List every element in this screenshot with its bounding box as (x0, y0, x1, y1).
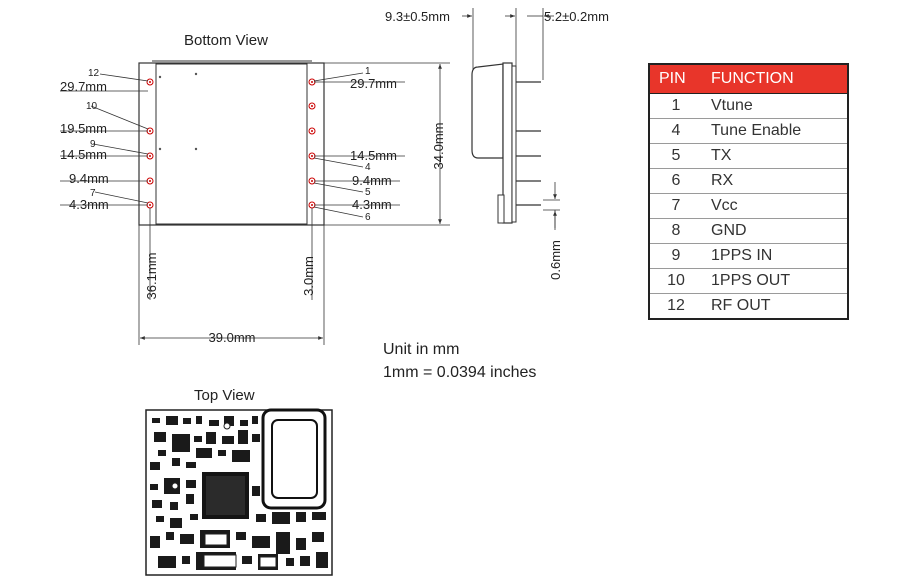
module-shield (155, 63, 308, 225)
pin-dimension-label: 9.4mm (69, 171, 109, 186)
side-can (471, 63, 504, 159)
column-header-function: FUNCTION (702, 64, 848, 94)
pin-cell: 7 (649, 193, 702, 219)
pin-cell: 1 (649, 93, 702, 119)
pin-dimension-label: 29.7mm (350, 76, 397, 91)
pin-cell: 6 (649, 168, 702, 194)
table-header-row: PIN FUNCTION (649, 64, 848, 94)
top-view-title: Top View (194, 387, 255, 404)
pin-number-label: 6 (365, 212, 371, 223)
pin-dimension-label: 9.4mm (352, 173, 392, 188)
pin-number-label: 5 (365, 187, 371, 198)
side-view: 9.3±0.5mm 5.2±0.2mm (385, 8, 609, 280)
height-dimension-label: 34.0mm (431, 123, 446, 170)
function-cell: 1PPS OUT (702, 268, 848, 294)
pin-number-label: 10 (86, 101, 98, 112)
pin-cell: 10 (649, 268, 702, 294)
pin-dimension-label: 4.3mm (69, 197, 109, 212)
pin-dimension-label: 14.5mm (60, 147, 107, 162)
pin-cell: 9 (649, 243, 702, 269)
function-cell: Tune Enable (702, 118, 848, 144)
pin-dimension-label: 4.3mm (352, 197, 392, 212)
function-cell: Vcc (702, 193, 848, 219)
pin-number-label: 1 (365, 66, 371, 77)
width-dimension-label: 39.0mm (209, 330, 256, 345)
pin-marker (308, 127, 316, 135)
pin-cell: 12 (649, 293, 702, 319)
function-cell: 1PPS IN (702, 243, 848, 269)
bottom-view-title: Bottom View (184, 32, 268, 49)
side-top-right-dim: 5.2±0.2mm (544, 9, 609, 24)
pin-dimension-label: 19.5mm (60, 121, 107, 136)
pin-cell: 4 (649, 118, 702, 144)
function-cell: RX (702, 168, 848, 194)
pin-number-label: 7 (90, 188, 96, 199)
pin-dimension-label: 29.7mm (60, 79, 107, 94)
left-vertical-dimension: 36.1mm (144, 253, 159, 300)
side-top-left-dim: 9.3±0.5mm (385, 9, 450, 24)
function-cell: TX (702, 143, 848, 169)
pin-dimension-label: 14.5mm (350, 148, 397, 163)
function-cell: Vtune (702, 93, 848, 119)
pin-cell: 5 (649, 143, 702, 169)
pin-marker (146, 78, 154, 86)
side-bottom-dim: 0.6mm (548, 240, 563, 280)
bottom-view: Bottom View (60, 32, 450, 345)
function-cell: RF OUT (702, 293, 848, 319)
top-view: Top View (145, 387, 333, 576)
unit-conversion: 1mm = 0.0394 inches (383, 364, 536, 381)
right-vertical-dimension: 3.0mm (301, 256, 316, 296)
function-cell: GND (702, 218, 848, 244)
pin-number-label: 12 (88, 68, 100, 79)
pin-marker (308, 102, 316, 110)
unit-note: Unit in mm (383, 341, 459, 358)
pin-cell: 8 (649, 218, 702, 244)
pin-number-label: 4 (365, 162, 371, 173)
pin-number-label: 9 (90, 139, 96, 150)
column-header-pin: PIN (649, 64, 702, 94)
